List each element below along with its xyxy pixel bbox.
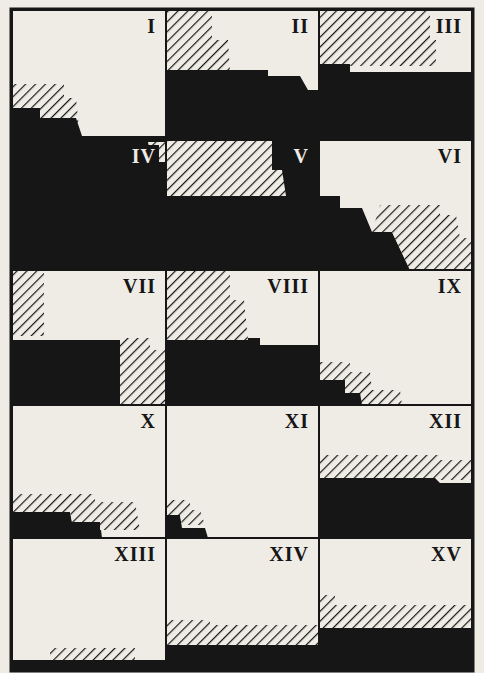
stage-numeral: VI bbox=[435, 145, 465, 167]
stage-numeral: X bbox=[138, 410, 159, 432]
stage-numeral: II bbox=[288, 15, 312, 37]
stage-panel: XII bbox=[319, 405, 472, 538]
solid-layers bbox=[12, 64, 472, 670]
stage-numeral: VIII bbox=[264, 275, 312, 297]
stage-numeral: III bbox=[433, 15, 465, 37]
stage-numeral: V bbox=[291, 145, 312, 167]
stage-numeral: IV bbox=[129, 145, 159, 167]
stage-panel: IX bbox=[319, 270, 472, 405]
stage-panel: VIII bbox=[166, 270, 319, 405]
stage-numeral: XIII bbox=[111, 543, 159, 565]
stage-panel: III bbox=[319, 10, 472, 140]
stage-panel: IV bbox=[12, 140, 166, 270]
stage-panel: XIII bbox=[12, 538, 166, 670]
stage-panel: II bbox=[166, 10, 319, 140]
stage-panel: I bbox=[12, 10, 166, 140]
stage-numeral: XI bbox=[282, 410, 312, 432]
stage-panel: X bbox=[12, 405, 166, 538]
stage-numeral: IX bbox=[435, 275, 465, 297]
stage-numeral: I bbox=[144, 15, 159, 37]
hatched-layers bbox=[12, 140, 472, 660]
stage-panel: XIV bbox=[166, 538, 319, 670]
stage-panel: V bbox=[166, 140, 319, 270]
stage-numeral: VII bbox=[120, 275, 159, 297]
stage-panel: VI bbox=[319, 140, 472, 270]
stage-numeral: XII bbox=[426, 410, 465, 432]
stage-panel: XV bbox=[319, 538, 472, 670]
outer-frame bbox=[11, 9, 473, 671]
stage-panel: VII bbox=[12, 270, 166, 405]
stage-panel: XI bbox=[166, 405, 319, 538]
stage-numeral: XV bbox=[428, 543, 465, 565]
stage-numeral: XIV bbox=[266, 543, 312, 565]
solid-layers bbox=[319, 380, 472, 538]
